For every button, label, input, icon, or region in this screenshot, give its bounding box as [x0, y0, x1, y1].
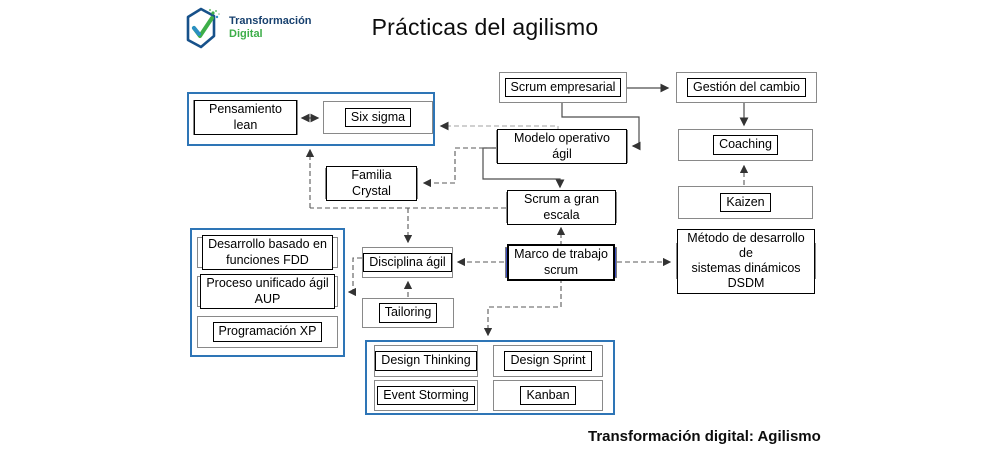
node-modelo-operativo-agil: Modelo operativo ágil [496, 129, 628, 164]
group-tecnicas [365, 340, 615, 415]
node-label: Desarrollo basado en funciones FDD [202, 235, 333, 270]
node-proceso-aup: Proceso unificado ágil AUP [197, 274, 338, 309]
transformacion-digital-logo-icon [186, 7, 220, 49]
node-gestion-del-cambio: Gestión del cambio [676, 72, 817, 103]
group-lean-sixsigma [187, 92, 435, 146]
group-metodos-desarrollo [190, 228, 345, 357]
node-dsdm: Método de desarrollo de sistemas dinámic… [676, 228, 816, 294]
node-tailoring: Tailoring [362, 298, 454, 328]
node-event-storming: Event Storming [374, 380, 478, 411]
node-marco-de-trabajo-scrum: Marco de trabajo scrum [505, 244, 617, 281]
node-design-thinking: Design Thinking [374, 345, 478, 377]
node-label: Proceso unificado ágil AUP [200, 274, 335, 309]
node-six-sigma: Six sigma [323, 101, 433, 134]
node-label: Método de desarrollo de sistemas dinámic… [677, 228, 815, 294]
node-label: Kanban [520, 385, 576, 406]
node-label: Six sigma [344, 107, 412, 128]
node-familia-crystal: Familia Crystal [325, 166, 418, 201]
node-label: Scrum a gran escala [507, 190, 616, 225]
node-label: Gestión del cambio [686, 77, 806, 98]
node-label: Pensamiento lean [194, 100, 297, 135]
node-label: Modelo operativo ágil [497, 129, 627, 164]
node-scrum-empresarial: Scrum empresarial [499, 72, 627, 103]
node-label: Coaching [713, 135, 778, 155]
node-kanban: Kanban [493, 380, 603, 411]
node-desarrollo-fdd: Desarrollo basado en funciones FDD [197, 235, 338, 270]
logo: Transformación Digital [183, 6, 312, 50]
logo-line2: Digital [229, 28, 263, 40]
node-label: Marco de trabajo scrum [507, 244, 615, 281]
node-kaizen: Kaizen [678, 186, 813, 219]
page-title: Prácticas del agilismo [371, 14, 599, 40]
node-disciplina-agil: Disciplina ágil [362, 247, 453, 278]
node-label: Kaizen [720, 192, 771, 213]
node-label: Event Storming [377, 385, 475, 406]
node-design-sprint: Design Sprint [493, 345, 603, 377]
node-label: Familia Crystal [326, 166, 417, 201]
node-label: Tailoring [378, 303, 438, 323]
node-label: Scrum empresarial [504, 77, 622, 98]
node-label: Design Thinking [375, 351, 477, 371]
node-scrum-a-gran-escala: Scrum a gran escala [506, 190, 617, 225]
node-label: Design Sprint [504, 351, 592, 371]
node-coaching: Coaching [678, 129, 813, 161]
dashed-connectors [305, 147, 749, 337]
node-label: Programación XP [212, 322, 323, 342]
node-pensamiento-lean: Pensamiento lean [193, 100, 298, 135]
node-programacion-xp: Programación XP [197, 316, 338, 348]
node-label: Disciplina ágil [363, 252, 452, 273]
logo-text: Transformación Digital [229, 15, 312, 40]
logo-line1: Transformación [229, 15, 312, 28]
footer-caption: Transformación digital: Agilismo [588, 428, 821, 445]
